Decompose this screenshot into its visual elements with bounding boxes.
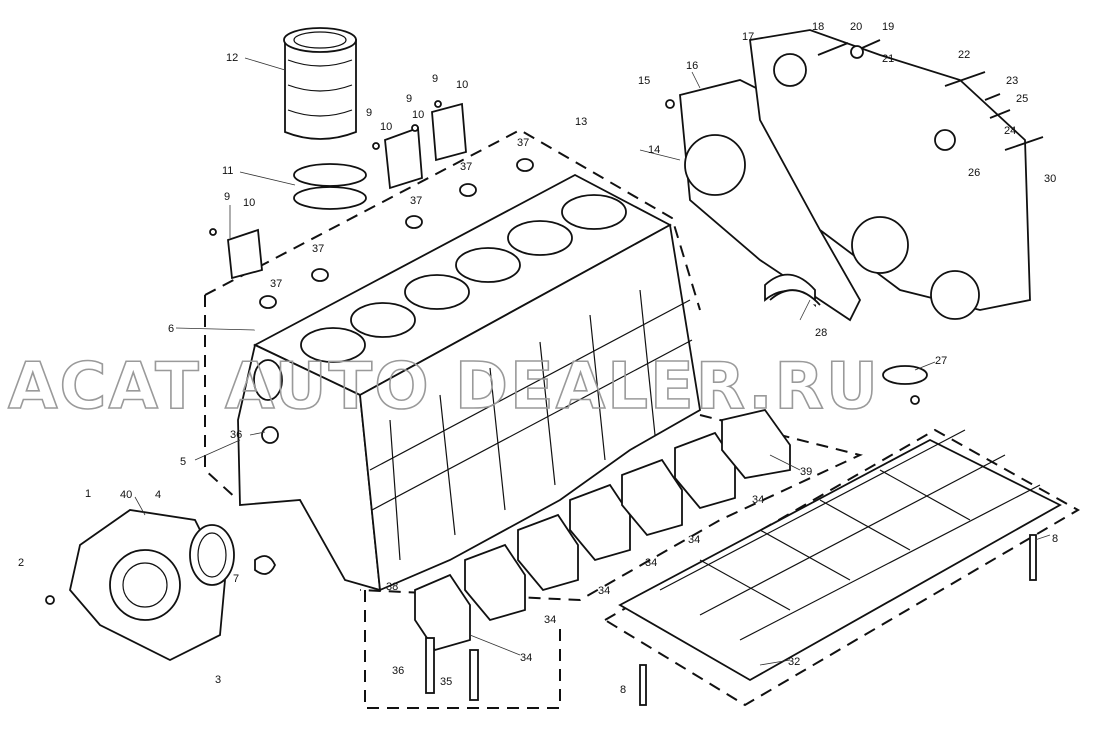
callout: 36 (392, 665, 404, 677)
callout: 10 (456, 79, 468, 91)
callout: 34 (520, 652, 532, 664)
callout: 24 (1004, 125, 1016, 137)
callout: 28 (815, 327, 827, 339)
callout: 37 (312, 243, 324, 255)
cylinder-bores (300, 194, 627, 363)
engine-block (237, 173, 701, 592)
callout: 10 (412, 109, 424, 121)
callout: 19 (882, 21, 894, 33)
callout: 37 (270, 278, 282, 290)
watermark-text: ACAT AUTO DEALER.RU (8, 350, 880, 424)
callout: 8 (1052, 533, 1058, 545)
callout: 9 (432, 73, 438, 85)
callout: 22 (958, 49, 970, 61)
timing-housing (679, 29, 1031, 322)
callout: 37 (410, 195, 422, 207)
callout: 13 (575, 116, 587, 128)
callout: 34 (598, 585, 610, 597)
callout: 34 (645, 557, 657, 569)
callout: 11 (222, 165, 233, 177)
seal-rings (293, 163, 367, 210)
callout-labels: 1 2 3 4 5 6 7 8 8 9 9 9 9 10 10 10 10 11… (18, 21, 1058, 696)
callout: 32 (788, 656, 800, 668)
callout: 10 (243, 197, 255, 209)
bedplate (618, 429, 1062, 682)
cap-bolts (425, 534, 1037, 706)
callout: 4 (155, 489, 161, 501)
callout: 23 (1006, 75, 1018, 87)
callout: 21 (882, 53, 894, 65)
callout: 39 (800, 466, 812, 478)
callout: 9 (366, 107, 372, 119)
cover-plate-27 (882, 365, 928, 405)
callout: 12 (226, 52, 238, 64)
callout: 10 (380, 121, 392, 133)
callout: 20 (850, 21, 862, 33)
callout: 30 (1044, 173, 1056, 185)
callout: 17 (742, 31, 754, 43)
front-cover (45, 509, 226, 662)
callout: 25 (1016, 93, 1028, 105)
oil-seal (189, 524, 276, 586)
callout: 34 (752, 494, 764, 506)
housing-bolts (665, 39, 1044, 151)
callout: 36 (230, 429, 242, 441)
callout: 26 (968, 167, 980, 179)
callout: 34 (544, 614, 556, 626)
callout: 35 (440, 676, 452, 688)
callout: 34 (688, 534, 700, 546)
callout: 18 (812, 21, 824, 33)
callout: 37 (460, 161, 472, 173)
callout: 38 (386, 581, 398, 593)
callout: 2 (18, 557, 24, 569)
dashed-boundaries (204, 128, 1081, 709)
callout: 3 (215, 674, 221, 686)
callout: 40 (120, 489, 132, 501)
callout: 9 (224, 191, 230, 203)
callout: 14 (648, 144, 660, 156)
main-bearing-caps (414, 408, 791, 652)
callout: 8 (620, 684, 626, 696)
cylinder-liner (283, 27, 357, 140)
callout: 9 (406, 93, 412, 105)
callout: 16 (686, 60, 698, 72)
leader-lines (134, 57, 1051, 666)
callout: 27 (935, 355, 947, 367)
expansion-plugs (259, 158, 534, 309)
callout: 6 (168, 323, 174, 335)
callout: 7 (233, 573, 239, 585)
callout: 37 (517, 137, 529, 149)
bearing-shells (764, 273, 821, 308)
cover-plates (209, 100, 467, 280)
callout: 1 (85, 488, 91, 500)
callout: 15 (638, 75, 650, 87)
callout: 5 (180, 456, 186, 468)
